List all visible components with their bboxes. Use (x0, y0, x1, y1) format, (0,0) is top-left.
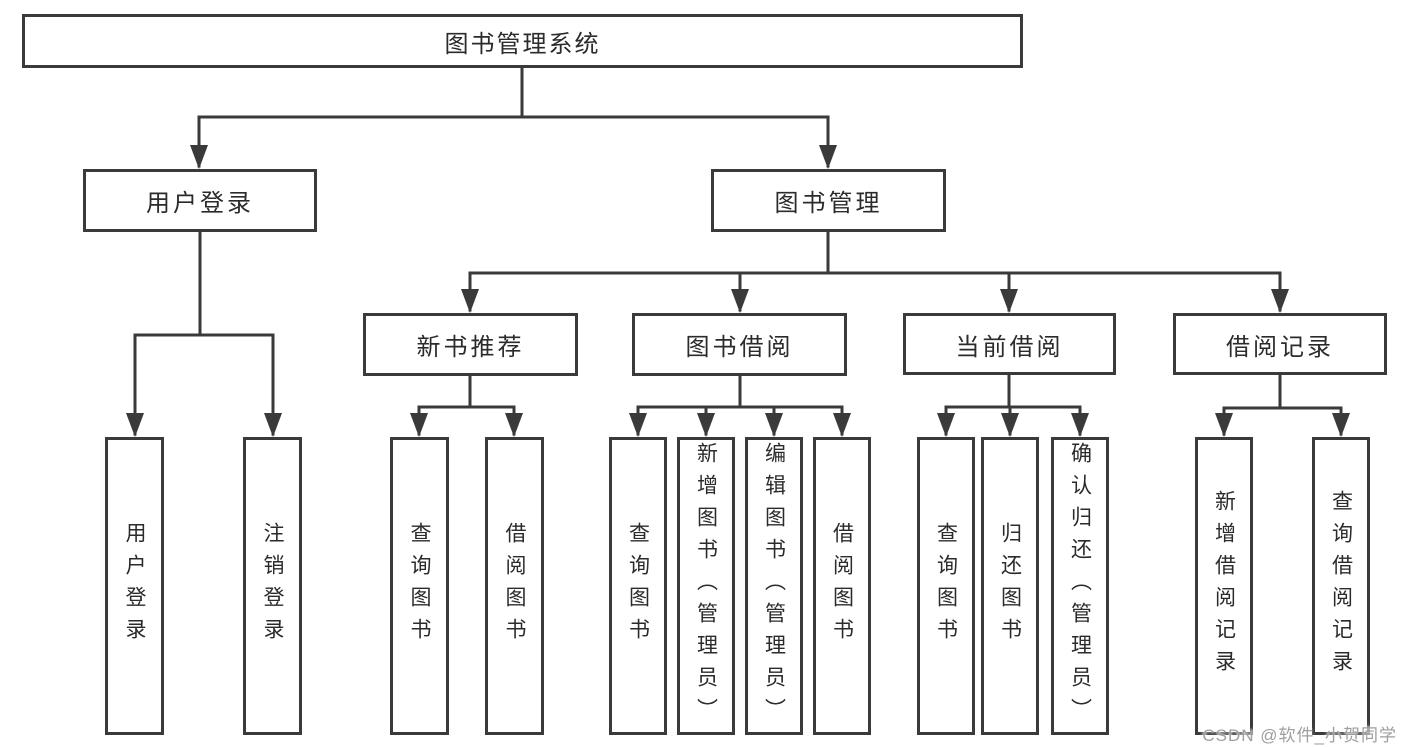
arrowhead-icon (461, 289, 479, 313)
leaf-user-login: 用户登录 (105, 437, 164, 735)
arrowhead-icon (190, 145, 208, 169)
node-borrowing-records: 借阅记录 (1173, 313, 1387, 375)
node-book-management: 图书管理 (711, 169, 946, 232)
leaf-query-borrow-record: 查询借阅记录 (1312, 437, 1370, 735)
leaf-return-books: 归还图书 (981, 437, 1039, 735)
arrowhead-icon (1000, 289, 1018, 313)
csdn-watermark: CSDN @软件_小贺同学 (1202, 726, 1397, 745)
connector-book-borrowing-subtree (636, 374, 844, 436)
leaf-confirm-return-admin: 确认归还（管理员） (1051, 437, 1109, 735)
arrowhead-icon (410, 413, 428, 437)
arrowhead-icon (126, 413, 144, 437)
arrowhead-icon (937, 413, 955, 437)
connector-borrowing-records-subtree (1222, 374, 1343, 436)
connector-user-login-subtree (133, 230, 275, 436)
arrowhead-icon (833, 413, 851, 437)
node-user-login: 用户登录 (83, 169, 317, 232)
leaf-query-books-borrowing: 查询图书 (609, 437, 667, 735)
arrowhead-icon (1215, 413, 1233, 437)
arrowhead-icon (819, 145, 837, 169)
leaf-edit-books-admin: 编辑图书（管理员） (745, 437, 803, 735)
arrowhead-icon (264, 413, 282, 437)
connector-root-to-level2 (197, 66, 830, 168)
node-current-borrowing: 当前借阅 (903, 313, 1116, 375)
leaf-query-books-recommend: 查询图书 (390, 437, 449, 735)
leaf-add-books-admin: 新增图书（管理员） (677, 437, 735, 735)
leaf-borrow-books-recommend: 借阅图书 (485, 437, 544, 735)
arrowhead-icon (697, 413, 715, 437)
arrowhead-icon (1001, 413, 1019, 437)
arrowhead-icon (1332, 413, 1350, 437)
leaf-add-borrow-record: 新增借阅记录 (1195, 437, 1253, 735)
arrowheads (126, 145, 1350, 437)
connector-book-management-to-level3 (468, 230, 1282, 312)
arrowhead-icon (1071, 413, 1089, 437)
arrowhead-icon (731, 289, 749, 313)
node-root: 图书管理系统 (22, 14, 1023, 68)
arrowhead-icon (629, 413, 647, 437)
leaf-logout: 注销登录 (243, 437, 302, 735)
arrowhead-icon (765, 413, 783, 437)
arrowhead-icon (1271, 289, 1289, 313)
connector-new-book-subtree (417, 374, 516, 436)
arrowhead-icon (505, 413, 523, 437)
leaf-query-books-current: 查询图书 (917, 437, 975, 735)
leaf-borrow-books: 借阅图书 (813, 437, 871, 735)
node-new-book-recommendation: 新书推荐 (363, 313, 578, 376)
node-book-borrowing: 图书借阅 (632, 313, 847, 376)
